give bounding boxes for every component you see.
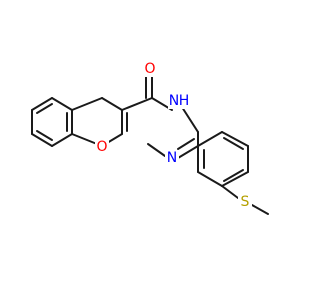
bond-inner	[223, 137, 244, 150]
bond	[147, 143, 166, 157]
bond	[177, 138, 195, 150]
svg-text:S: S	[241, 194, 250, 210]
bond	[71, 97, 103, 111]
bond	[121, 97, 153, 111]
svg-text:O: O	[144, 61, 155, 77]
svg-text:N: N	[167, 150, 177, 166]
bond	[197, 171, 223, 187]
atom-s: S	[238, 194, 252, 210]
bond	[101, 97, 123, 111]
bonds	[31, 69, 269, 215]
svg-text:H: H	[179, 93, 190, 109]
atom-o-carbonyl: O	[142, 61, 156, 77]
svg-text:O: O	[96, 139, 107, 155]
atom-n-h: N H	[168, 93, 190, 109]
bond	[221, 171, 249, 187]
bond	[197, 131, 223, 147]
bond-inner	[223, 169, 244, 182]
bond-inner	[36, 103, 53, 114]
atom-o-ring: O	[95, 139, 109, 155]
bond	[51, 97, 73, 111]
bond	[177, 145, 199, 159]
bond	[31, 97, 53, 111]
molecule-structure-canvas: O N H N O S	[31, 61, 269, 215]
bond	[31, 133, 53, 147]
bond-inner	[36, 130, 53, 141]
bond	[251, 204, 269, 215]
bond	[221, 131, 249, 147]
atom-labels: O N H N O S	[95, 61, 252, 210]
atom-n: N	[165, 150, 179, 166]
bond	[51, 133, 73, 147]
svg-text:N: N	[169, 93, 179, 109]
bond	[221, 185, 239, 199]
